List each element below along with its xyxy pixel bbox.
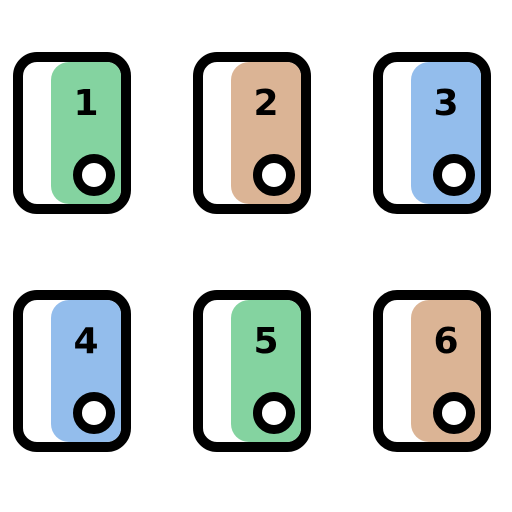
numbered-tile-6: 6 (373, 290, 491, 452)
numbered-tile-3: 3 (373, 52, 491, 214)
numbered-tile-1: 1 (13, 52, 131, 214)
tile-number-label: 5 (253, 321, 279, 362)
circle-icon (253, 392, 295, 434)
tile-number-label: 6 (433, 321, 459, 362)
tile-number-label: 4 (73, 321, 99, 362)
tile-number-label: 1 (73, 83, 99, 124)
numbered-tile-5: 5 (193, 290, 311, 452)
numbered-tile-4: 4 (13, 290, 131, 452)
circle-icon (73, 154, 115, 196)
circle-icon (253, 154, 295, 196)
circle-icon (433, 392, 475, 434)
tile-number-label: 3 (433, 83, 459, 124)
numbered-tile-2: 2 (193, 52, 311, 214)
circle-icon (433, 154, 475, 196)
tile-number-label: 2 (253, 83, 279, 124)
circle-icon (73, 392, 115, 434)
